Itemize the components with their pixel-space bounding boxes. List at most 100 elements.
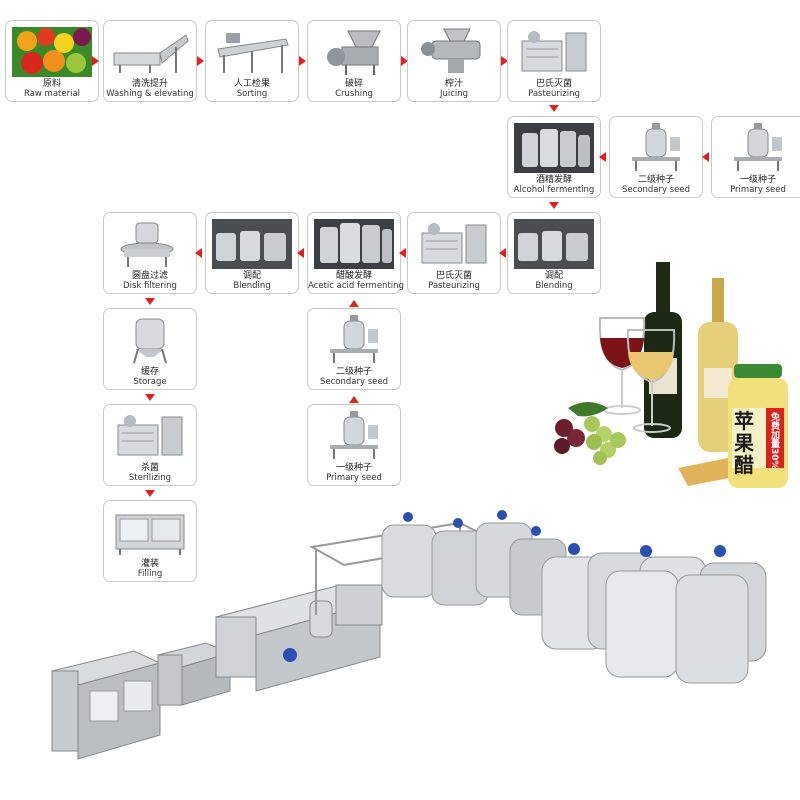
step-label-zh: 二级种子 [637,175,674,185]
step-label-en: Primary seed [326,473,382,483]
step-label-zh: 巴氏灭菌 [435,271,472,281]
flow-arrow [145,394,155,401]
step-label-zh: 调配 [544,271,563,281]
sterilizer-icon [110,410,190,462]
step-label-zh: 巴氏灭菌 [535,79,572,89]
crusher-icon [314,26,394,78]
step-label-en: Primary seed [730,185,786,195]
seed-tank-icon [616,122,696,174]
step-label-en: Pasteurizing [428,281,480,291]
apple-vinegar-bottle [728,364,788,488]
step-label-en: Crushing [335,89,373,99]
flow-arrow-up [349,396,359,403]
flow-arrow [145,490,155,497]
step-disk-filtering: 圆盘过滤 Disk filtering [103,212,197,294]
vinegar-brand-text: 苹果醋 [734,409,754,477]
step-sterilizing: 杀菌 Sterilizing [103,404,197,486]
flow-arrow [145,298,155,305]
storage-tank-icon [110,314,190,366]
step-label-zh: 调配 [242,271,261,281]
sorting-table-icon [212,26,292,78]
white-wine-glass [626,329,676,433]
step-label-en: Raw material [23,89,81,99]
step-pasteurizing-1: 巴氏灭菌 Pasteurizing [507,20,601,102]
flow-arrow [549,105,559,112]
step-blending-1: 调配 Blending [507,212,601,294]
fermentation-tanks [541,543,767,684]
step-secondary-seed-2: 二级种子 Secondary seed [307,308,401,390]
washing-conveyor-icon [110,26,190,78]
step-label-en: Blending [233,281,271,291]
blending-tanks-icon [212,218,292,270]
product-photo [554,262,788,488]
step-storage: 缓存 Storage [103,308,197,390]
flow-arrow [299,56,306,66]
step-label-zh: 酒精发酵 [535,175,572,185]
flow-arrow [399,248,406,258]
step-label-zh: 醋酸发酵 [335,271,372,281]
filling-machine [50,650,162,760]
flow-arrow [599,152,606,162]
flow-arrow [702,152,709,162]
pasteurizer-icon [514,26,594,78]
flow-arrow [92,56,99,66]
control-cabinet [156,642,232,706]
step-label-zh: 缓存 [140,367,159,377]
step-label-en: Blending [535,281,573,291]
filling-machine-icon [110,506,190,558]
flow-arrow [499,248,506,258]
step-acetic-fermenting: 醋酸发酵 Acetic acid fermenting [307,212,404,294]
step-label-en: Secondary seed [622,185,690,195]
flow-arrow [549,202,559,209]
step-label-en: Disk filtering [123,281,177,291]
sterilizer-skid [214,584,383,692]
step-label-en: Filling [137,569,163,579]
step-crushing: 破碎 Crushing [307,20,401,102]
step-raw-material: 原料 Raw material [5,20,99,102]
step-label-zh: 人工检果 [233,79,270,89]
step-label-en: Pasteurizing [528,89,580,99]
step-pasteurizing-2: 巴氏灭菌 Pasteurizing [407,212,501,294]
fruit-icon [12,26,92,78]
step-label-zh: 二级种子 [335,367,372,377]
step-label-en: Juicing [439,89,469,99]
step-label-zh: 破碎 [344,79,363,89]
flow-arrow [195,248,202,258]
seed-tank-icon [314,314,394,366]
production-line-illustration [50,510,767,760]
step-primary-seed-1: 一级种子 Primary seed [711,116,800,198]
step-label-en: Alcohol fermenting [513,185,595,195]
step-filling: 灌装 Filling [103,500,197,582]
step-label-en: Sorting [236,89,268,99]
step-blending-2: 调配 Blending [205,212,299,294]
step-label-zh: 一级种子 [335,463,372,473]
step-label-zh: 一级种子 [739,175,776,185]
step-label-en: Sterilizing [128,473,172,483]
fermentation-tanks-icon [514,122,594,174]
step-label-zh: 圆盘过滤 [131,271,168,281]
blending-tanks [381,510,567,616]
step-sorting: 人工检果 Sorting [205,20,299,102]
seed-tank-icon [314,410,394,462]
flow-arrow-up [349,300,359,307]
red-wine-bottle [644,262,682,438]
step-primary-seed-2: 一级种子 Primary seed [307,404,401,486]
step-label-en: Storage [133,377,167,387]
flow-arrow [401,56,408,66]
step-label-en: Secondary seed [320,377,388,387]
step-label-en: Washing & elevating [106,89,194,99]
disk-filter-icon [110,218,190,270]
fermentation-tanks-icon [314,218,394,270]
step-label-zh: 灌装 [140,559,159,569]
step-label-en: Acetic acid fermenting [308,281,404,291]
step-secondary-seed-1: 二级种子 Secondary seed [609,116,703,198]
promo-badge-text: 免费加量30% [769,412,779,470]
grapes [554,402,626,465]
flow-arrow [501,56,508,66]
step-label-zh: 清洗提升 [131,79,168,89]
step-washing: 清洗提升 Washing & elevating [103,20,197,102]
step-label-zh: 榨汁 [444,79,463,89]
step-label-zh: 杀菌 [140,463,159,473]
flow-arrow [197,56,204,66]
blending-tanks-icon [514,218,594,270]
